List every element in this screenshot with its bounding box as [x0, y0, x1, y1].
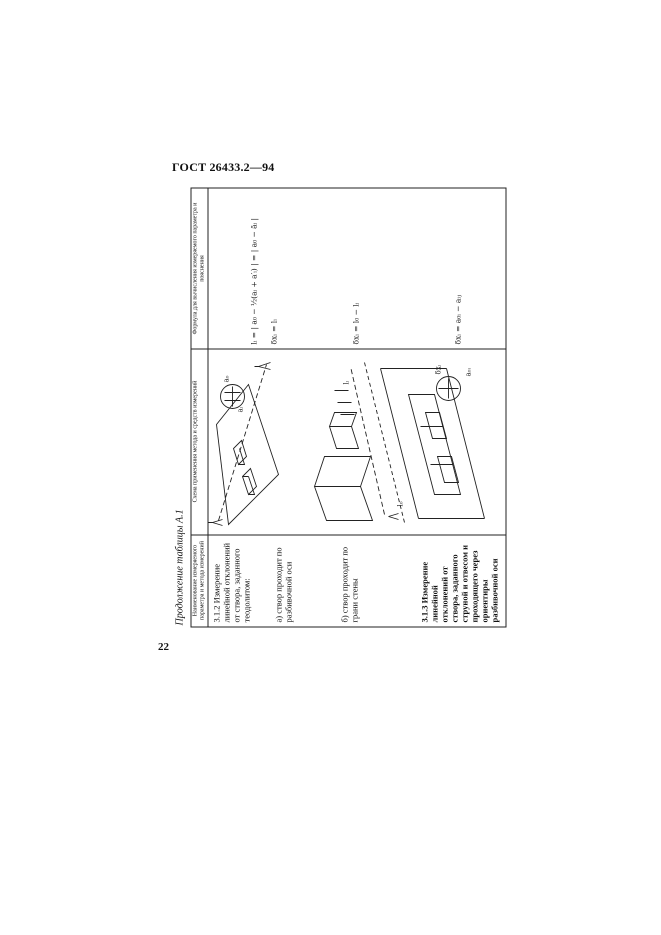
measurement-table: Наименование измеряемого параметра и мет…	[190, 187, 507, 628]
formula-dx-a0i-aij: δxᵢ = a₀ᵢ − aᵢⱼ	[453, 295, 463, 345]
scheme-b-wall-edge	[313, 366, 399, 521]
formula-dx-l0-li: δxᵢ = l₀ − lᵢ	[351, 302, 361, 345]
label-l0: l₀	[397, 501, 405, 506]
method-schemes-drawing: a₀ l₀ lᵢ aᵢ a₀ᵢ δxᵢ	[208, 362, 485, 526]
table-continuation-title: Продолжение таблицы А.1	[174, 509, 186, 626]
document-header: ГОСТ 26433.2—94	[172, 160, 275, 174]
column-divider-2	[191, 348, 506, 350]
row1-case-a: а) створ проходит по разбивочной оси	[273, 547, 294, 623]
scheme-c-detail-inset	[436, 376, 461, 401]
table-header-row: Наименование измеряемого параметра и мет…	[191, 188, 209, 627]
rotated-table-block: Продолжение таблицы А.1 Наименование изм…	[174, 186, 509, 628]
column-divider-1	[191, 534, 506, 536]
row2-title: 3.1.3 Измерение линейной отклонений от с…	[419, 544, 500, 623]
label-dxi: δxᵢ	[435, 364, 443, 374]
header-scheme: Схема применения метода и средств измере…	[192, 380, 199, 503]
label-a0i: a₀ᵢ	[465, 368, 473, 377]
label-li: lᵢ	[343, 380, 351, 384]
scheme-a-axis-line	[208, 362, 280, 526]
formula-dx-equals-li: δxᵢ = lᵢ	[269, 319, 279, 345]
row1-case-b: б) створ проходит по грани стены	[339, 546, 360, 623]
row1-title: 3.1.2 Измерение линейной отклонений от с…	[211, 542, 252, 623]
scheme-a-detail-inset	[220, 384, 245, 409]
page-number: 22	[158, 641, 169, 653]
formula-li: lᵢ = | a₀ − ½(aᵢ + a′ᵢ) | = | a₀ − āᵢ |	[249, 217, 259, 345]
header-parameter-name: Наименование измеряемого параметра и мет…	[192, 541, 206, 620]
header-formula: Формула для вычисления измеряемого парам…	[192, 202, 206, 335]
scheme-c-string-plumb	[364, 362, 485, 523]
label-ai: aᵢ	[237, 406, 245, 412]
label-a0: a₀	[223, 375, 231, 382]
